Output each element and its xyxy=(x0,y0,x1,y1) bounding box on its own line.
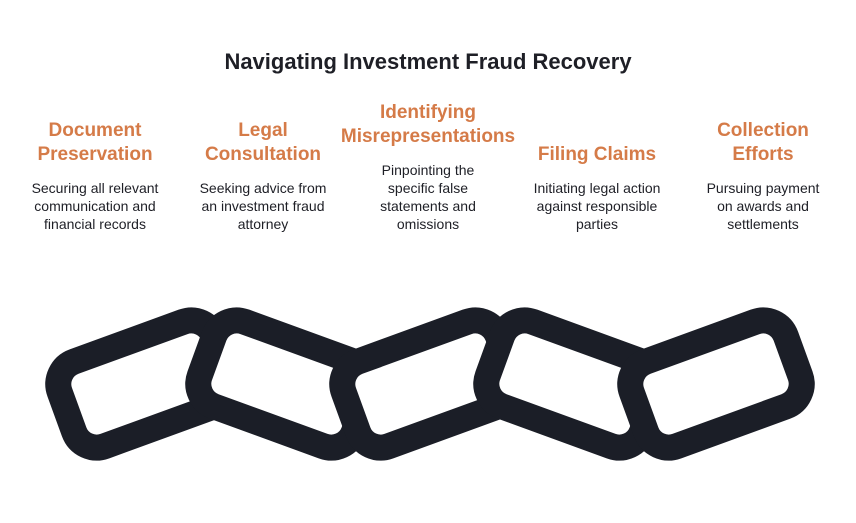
diagram-title: Navigating Investment Fraud Recovery xyxy=(224,49,632,74)
step-description: Initiating legal action against responsi… xyxy=(533,180,661,232)
step-filing-claims: Filing Claims Initiating legal action ag… xyxy=(517,143,677,233)
step-collection-efforts: Collection Efforts Pursuing payment on a… xyxy=(683,119,843,233)
step-description: Securing all relevant communication and … xyxy=(31,180,159,232)
step-title: Filing Claims xyxy=(537,144,657,165)
step-title: Document Preservation xyxy=(37,120,153,165)
chain-link-icon xyxy=(617,307,815,461)
step-description: Pinpointing the specific false statement… xyxy=(380,162,476,232)
step-identifying-misrepresentations: Identifying Misrepresentations Pinpointi… xyxy=(331,101,525,233)
step-title: Identifying Misrepresentations xyxy=(340,102,516,147)
step-legal-consultation: Legal Consultation Seeking advice from a… xyxy=(183,119,343,233)
step-title: Collection Efforts xyxy=(717,120,809,165)
step-description: Pursuing payment on awards and settlemen… xyxy=(706,180,820,232)
step-document-preservation: Document Preservation Securing all relev… xyxy=(15,119,175,233)
step-description: Seeking advice from an investment fraud … xyxy=(199,180,327,232)
step-title: Legal Consultation xyxy=(204,120,322,165)
